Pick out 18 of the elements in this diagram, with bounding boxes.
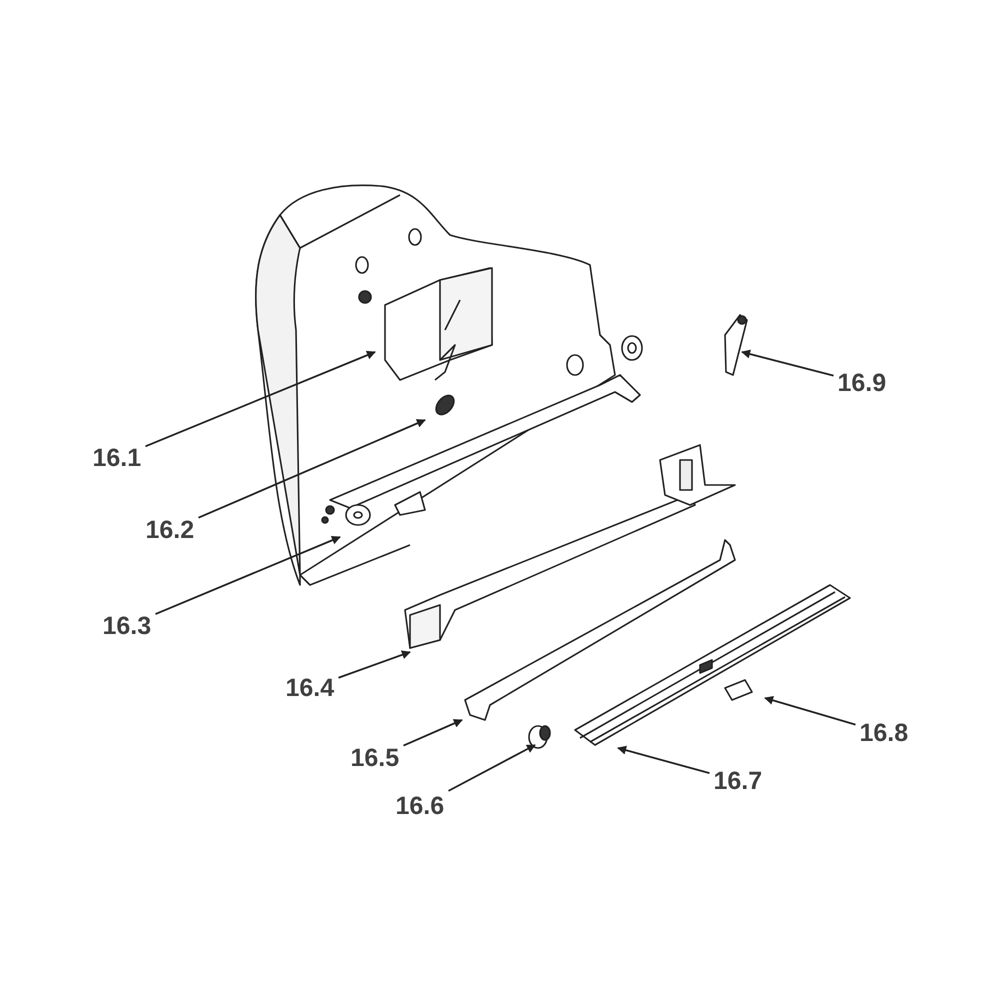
leader-line (338, 650, 411, 679)
callout-number: 16.1 (92, 446, 142, 470)
callout-number: 16.2 (146, 518, 194, 542)
leader-line (403, 719, 463, 746)
leader-line (198, 419, 426, 519)
leader-line (741, 350, 834, 377)
callout-number: 16.9 (838, 370, 886, 396)
callout-number: 16.7 (714, 768, 762, 794)
leader-line (145, 350, 376, 448)
callout-number: 16.5 (350, 746, 400, 770)
leader-line (764, 696, 856, 726)
leader-line (155, 536, 341, 615)
callout-number: 16.8 (860, 720, 908, 746)
leader-line (617, 746, 710, 774)
callout-number: 16.6 (396, 794, 444, 818)
callout-number: 16.4 (286, 676, 334, 700)
leader-line (448, 744, 536, 792)
callout-number: 16.3 (102, 614, 152, 638)
